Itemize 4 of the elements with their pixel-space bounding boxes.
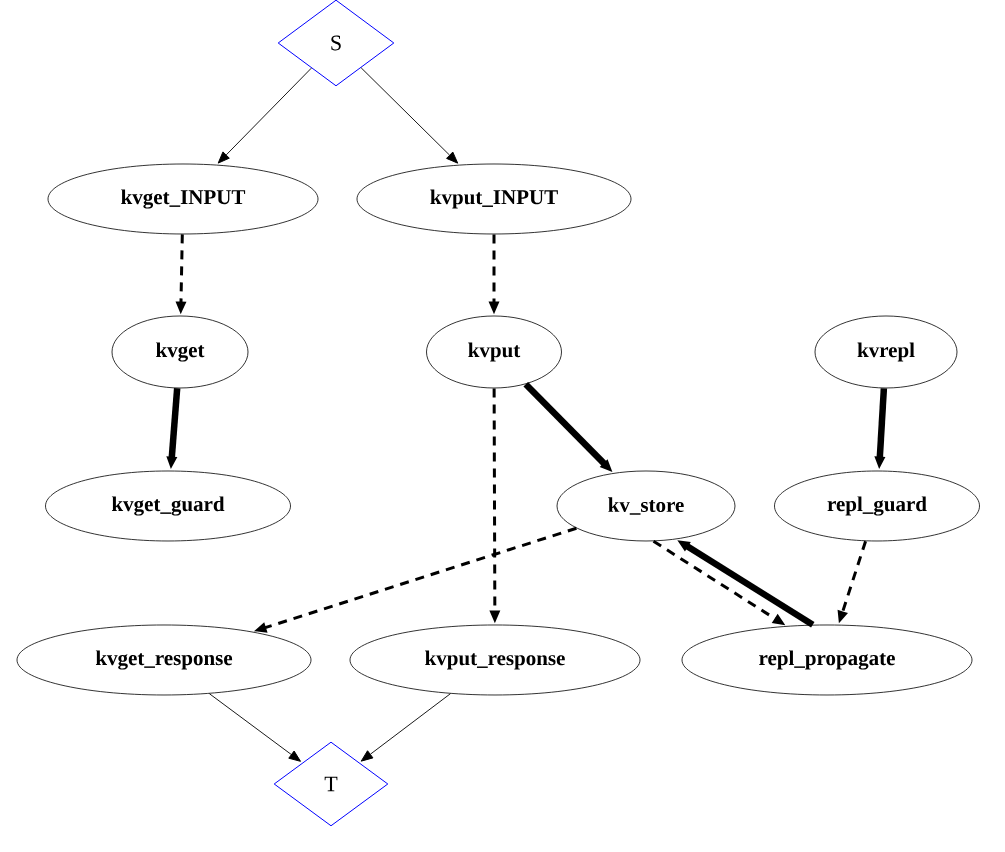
arrow	[360, 67, 459, 164]
arrow	[217, 67, 312, 164]
arrow	[208, 693, 301, 762]
arrow	[360, 693, 451, 762]
